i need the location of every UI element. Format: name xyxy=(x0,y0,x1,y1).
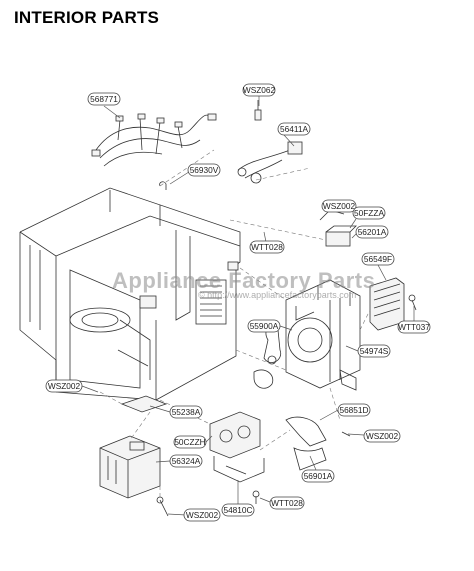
callout-label: 54810C xyxy=(223,505,252,515)
callout-label: WSZ062 xyxy=(243,85,276,95)
lower-components-drawing xyxy=(99,395,351,517)
callout-54974s: 54974S xyxy=(357,344,391,358)
callout-label: 56901A xyxy=(304,471,333,481)
callout-wtt037: WTT037 xyxy=(397,320,431,334)
callout-56901a: 56901A xyxy=(301,469,335,483)
callout-wtt028-upper: WTT028 xyxy=(249,240,285,254)
callout-55238a: 55238A xyxy=(169,405,203,419)
callout-wtt028-lower: WTT028 xyxy=(269,496,305,510)
assembly-guide-lines xyxy=(99,149,371,498)
sensor-unit-drawing xyxy=(369,277,417,331)
callout-label: 56201A xyxy=(358,227,387,237)
callout-label: WTT028 xyxy=(251,242,283,252)
watermark-url: © http://www.appliancefactoryparts.com xyxy=(198,290,357,300)
callout-50fzza: 50FZZA xyxy=(352,206,386,220)
callout-label: 54974S xyxy=(360,346,389,356)
callout-54810c: 54810C xyxy=(221,503,255,517)
callout-label: WSZ002 xyxy=(186,510,219,520)
callout-label: 55238A xyxy=(172,407,201,417)
callout-50czzh: 50CZZH xyxy=(173,435,207,449)
callout-56851d: 56851D xyxy=(337,403,371,417)
callout-wsz002-bottom: WSZ002 xyxy=(183,508,221,522)
callout-55900a: 55900A xyxy=(247,319,281,333)
callout-wsz002-left: WSZ002 xyxy=(45,379,83,393)
callout-56324a: 56324A xyxy=(169,454,203,468)
callout-56549f: 56549F xyxy=(361,252,395,266)
callout-label: 55900A xyxy=(250,321,279,331)
callout-label: WTT037 xyxy=(398,322,430,332)
wire-harness-drawing xyxy=(91,113,217,167)
callout-label: 56411A xyxy=(280,124,308,134)
callout-label: 568771 xyxy=(90,94,118,104)
leader-lines xyxy=(81,96,415,516)
callout-label: WSZ002 xyxy=(48,381,81,391)
callout-label: 56851D xyxy=(339,405,368,415)
callout-label: 56324A xyxy=(172,456,201,466)
page-title: INTERIOR PARTS xyxy=(14,8,160,27)
callout-wsz002-top: WSZ002 xyxy=(321,199,357,213)
callout-56411a: 56411A xyxy=(277,122,311,136)
callout-label: 56930V xyxy=(190,165,219,175)
callout-56930v: 56930V xyxy=(187,163,221,177)
fuse-assembly-drawing xyxy=(237,100,303,184)
oven-cavity-drawing xyxy=(19,181,241,401)
callout-56201a: 56201A xyxy=(355,225,389,239)
callout-label: 56549F xyxy=(364,254,392,264)
callout-label: WTT028 xyxy=(271,498,303,508)
callout-wsz002-right: WSZ002 xyxy=(363,429,401,443)
callout-label: WSZ002 xyxy=(323,201,356,211)
watermark-text: Appliance Factory Parts xyxy=(112,268,376,293)
callout-label: 50FZZA xyxy=(354,208,384,218)
callout-label: WSZ002 xyxy=(366,431,399,441)
callout-568771: 568771 xyxy=(87,92,121,106)
callout-label: 50CZZH xyxy=(174,437,205,447)
callout-wsz062: WSZ062 xyxy=(242,83,276,97)
